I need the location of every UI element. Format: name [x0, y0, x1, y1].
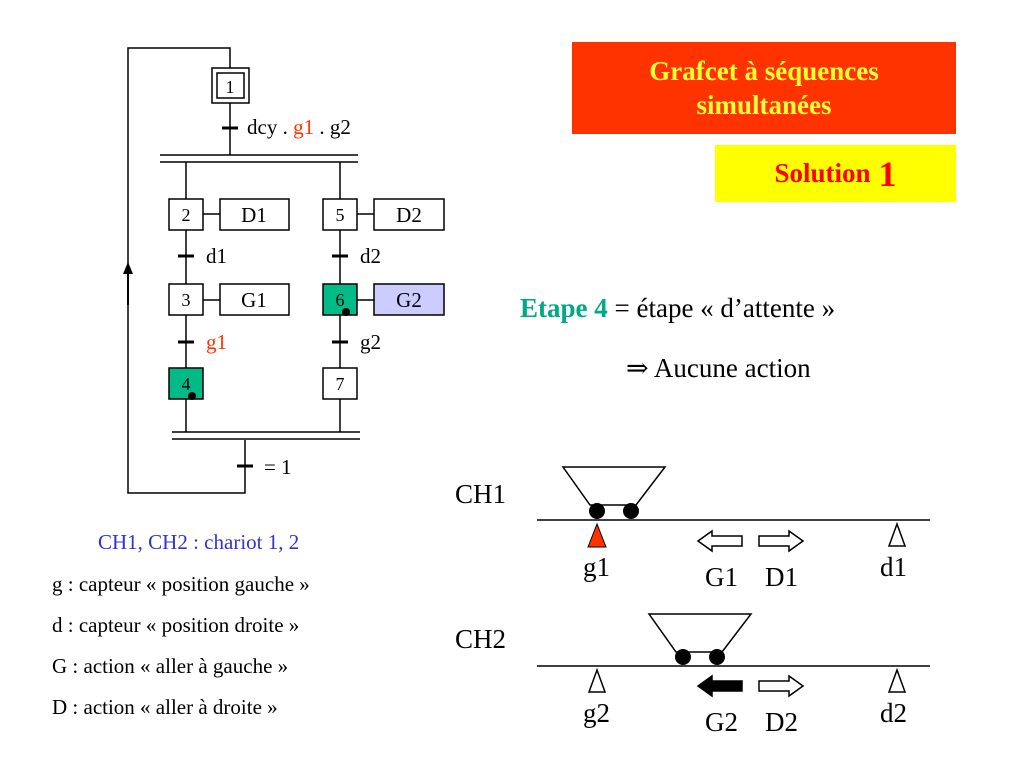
action-g2-active: [373, 283, 445, 316]
cart-ch1-wheel-right: [623, 503, 639, 519]
sensor-g2-label: g2: [583, 698, 610, 728]
step-4-label: 4: [182, 374, 191, 394]
step-5: [322, 198, 358, 231]
legend-item: g : capteur « position gauche »: [52, 572, 310, 596]
action-d2-label: D2: [396, 203, 422, 227]
action-g2-cart-label: G2: [705, 707, 738, 737]
transition-g1-label: g1: [206, 330, 227, 354]
action-d1: [219, 198, 290, 231]
arrow-right-d1-icon: [758, 529, 805, 553]
cart-ch1-label: CH1: [455, 479, 506, 509]
step-5-label: 5: [336, 205, 345, 225]
step-7-label: 7: [336, 374, 345, 394]
sensor-g1-active-icon: [587, 522, 607, 548]
sensor-d2-label: d2: [880, 698, 907, 728]
sensor-d1-label: d1: [880, 552, 907, 582]
action-d1-cart-label: D1: [765, 562, 798, 592]
transition-d2-label: d2: [360, 244, 381, 268]
legend-item: G : action « aller à gauche »: [52, 654, 289, 678]
step-3-label: 3: [182, 290, 191, 310]
transition-d1-label: d1: [206, 244, 227, 268]
step-4-active: [168, 367, 204, 400]
arrow-right-d2-icon: [758, 674, 805, 698]
action-d2-cart-label: D2: [765, 707, 798, 737]
step-7: [322, 367, 358, 400]
step-1-label: 1: [226, 77, 235, 97]
step-6-label: 6: [336, 290, 345, 310]
action-g1-label: G1: [241, 288, 267, 312]
step-6-token: [342, 308, 350, 316]
etape-name: Etape 4: [520, 293, 608, 323]
solution-number: 1: [878, 153, 897, 194]
action-d2: [373, 198, 445, 231]
legend-item: D : action « aller à droite »: [52, 695, 278, 719]
transition-final-label: = 1: [264, 455, 292, 479]
title-text: Grafcet à séquences simultanées: [649, 56, 879, 120]
sensor-d1-icon: [887, 521, 907, 547]
transition-initial-label: dcy . g1 . g2: [247, 115, 351, 139]
cart-ch2-body: [647, 613, 753, 653]
step-2-label: 2: [182, 205, 191, 225]
cart-ch2-wheel-left: [675, 649, 691, 665]
loop-arrow-icon: [123, 262, 133, 274]
cart-ch2-label: CH2: [455, 624, 506, 654]
sensor-d2-icon: [887, 667, 907, 693]
action-g2-label: G2: [396, 288, 422, 312]
etape-explanation: Etape 4 = étape « d’attente »: [520, 293, 835, 324]
title-box: Grafcet à séquences simultanées: [572, 42, 956, 134]
action-g1-cart-label: G1: [705, 562, 738, 592]
step-4-token: [188, 392, 196, 400]
etape-description: = étape « d’attente »: [607, 293, 836, 323]
step-1-inner: [216, 72, 245, 99]
result-line: ⇒ Aucune action: [626, 353, 811, 384]
legend-item: d : capteur « position droite »: [52, 613, 300, 637]
cart-ch1-wheel-left: [589, 503, 605, 519]
implies-icon: ⇒: [626, 353, 649, 383]
arrow-left-g2-active-icon: [696, 674, 743, 698]
action-d1-label: D1: [241, 203, 267, 227]
cart-ch2-wheel-right: [709, 649, 725, 665]
sensor-g1-label: g1: [583, 552, 610, 582]
sensor-g2-icon: [587, 667, 607, 693]
transition-g2-label: g2: [360, 330, 381, 354]
solution-box: Solution 1: [715, 145, 956, 202]
step-2: [168, 198, 204, 231]
arrow-left-g1-icon: [696, 529, 743, 553]
solution-label: Solution: [774, 158, 871, 188]
legend-item: CH1, CH2 : chariot 1, 2: [98, 530, 300, 554]
result-text: Aucune action: [648, 353, 811, 383]
action-g1: [219, 283, 290, 316]
cart-ch1-body: [561, 466, 667, 506]
